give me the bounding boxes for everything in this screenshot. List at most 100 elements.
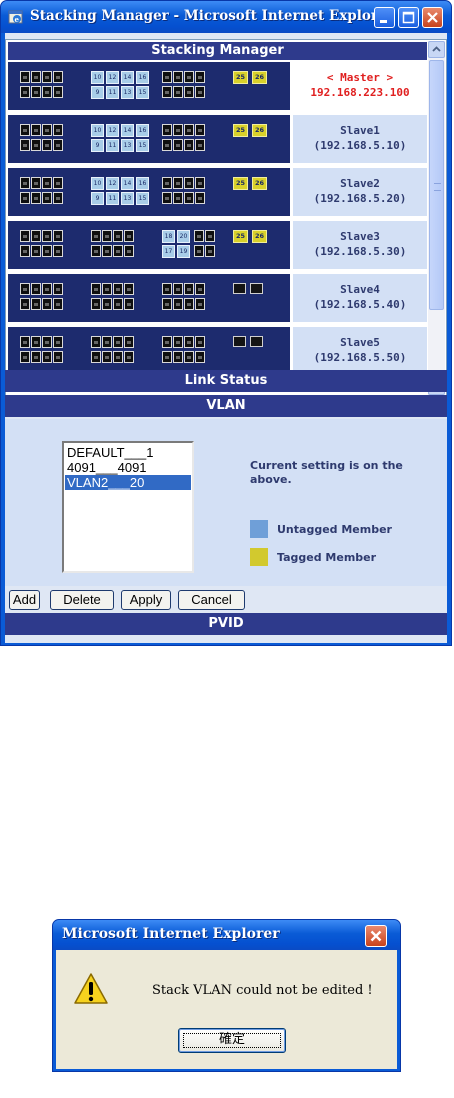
ok-button[interactable]: 確定 [178,1028,286,1053]
sfp-port-25[interactable]: 25 [233,230,248,243]
ethernet-port[interactable] [173,298,183,310]
link-status-bar[interactable]: Link Status [5,370,447,392]
vlan-listbox[interactable]: DEFAULT___1 4091___4091 VLAN2___20 [62,441,194,573]
ethernet-port[interactable] [124,298,134,310]
numbered-port[interactable]: 9 [91,139,104,152]
ethernet-port[interactable] [173,139,183,151]
numbered-port[interactable]: 17 [162,245,175,258]
ethernet-port[interactable] [20,139,30,151]
sfp-port-26[interactable]: 26 [252,124,267,137]
ethernet-port[interactable] [102,336,112,348]
ethernet-port[interactable] [53,298,63,310]
ethernet-port[interactable] [42,283,52,295]
ethernet-port[interactable] [184,139,194,151]
ethernet-port[interactable] [173,86,183,98]
ethernet-port[interactable] [20,336,30,348]
sfp-port-26[interactable]: 26 [252,177,267,190]
numbered-port[interactable]: 10 [91,71,104,84]
ethernet-port[interactable] [113,336,123,348]
slave-unit-label[interactable]: Slave2(192.168.5.20) [293,168,427,216]
ethernet-port[interactable] [42,177,52,189]
numbered-port[interactable]: 12 [106,124,119,137]
stack-unit-row[interactable]: Slave5(192.168.5.50) [8,327,427,375]
ethernet-port[interactable] [31,245,41,257]
numbered-port[interactable]: 15 [136,139,149,152]
sfp-port-26[interactable]: 26 [252,71,267,84]
ethernet-port[interactable] [195,336,205,348]
numbered-port[interactable]: 19 [177,245,190,258]
ethernet-port[interactable] [91,283,101,295]
ethernet-port[interactable] [102,283,112,295]
ethernet-port[interactable] [53,177,63,189]
numbered-port[interactable]: 14 [121,124,134,137]
ethernet-port[interactable] [31,298,41,310]
add-button[interactable]: Add [9,590,40,610]
ethernet-port[interactable] [102,230,112,242]
ethernet-port[interactable] [31,139,41,151]
numbered-port[interactable]: 16 [136,177,149,190]
numbered-port[interactable]: 13 [121,86,134,99]
sfp-port-26[interactable]: 26 [252,230,267,243]
ethernet-port[interactable] [91,336,101,348]
ethernet-port[interactable] [194,230,204,242]
ethernet-port[interactable] [195,177,205,189]
ethernet-port[interactable] [184,283,194,295]
ethernet-port[interactable] [20,298,30,310]
ethernet-port[interactable] [31,230,41,242]
ethernet-port[interactable] [205,230,215,242]
numbered-port[interactable]: 20 [177,230,190,243]
ethernet-port[interactable] [20,283,30,295]
ethernet-port[interactable] [162,139,172,151]
ethernet-port[interactable] [91,351,101,363]
sfp-port-25[interactable]: 25 [233,124,248,137]
ethernet-port[interactable] [195,139,205,151]
numbered-port[interactable]: 10 [91,124,104,137]
ethernet-port[interactable] [195,283,205,295]
ethernet-port[interactable] [162,192,172,204]
numbered-port[interactable]: 9 [91,86,104,99]
ethernet-port[interactable] [195,71,205,83]
numbered-port[interactable]: 13 [121,192,134,205]
slave-unit-label[interactable]: Slave3(192.168.5.30) [293,221,427,269]
ethernet-port[interactable] [173,336,183,348]
slave-unit-label[interactable]: Slave5(192.168.5.50) [293,327,427,375]
ethernet-port[interactable] [31,177,41,189]
ethernet-port[interactable] [173,351,183,363]
ethernet-port[interactable] [195,192,205,204]
ethernet-port[interactable] [195,351,205,363]
window-titlebar[interactable]: e Stacking Manager - Microsoft Internet … [1,1,451,33]
ethernet-port[interactable] [31,283,41,295]
ethernet-port[interactable] [184,351,194,363]
ethernet-port[interactable] [102,298,112,310]
ethernet-port[interactable] [184,71,194,83]
ethernet-port[interactable] [205,245,215,257]
ethernet-port[interactable] [20,177,30,189]
maximize-button[interactable] [398,7,419,28]
ethernet-port[interactable] [194,245,204,257]
cancel-button[interactable]: Cancel [178,590,245,610]
ethernet-port[interactable] [162,86,172,98]
ethernet-port[interactable] [195,124,205,136]
sfp-port[interactable] [233,336,246,347]
ethernet-port[interactable] [53,139,63,151]
numbered-port[interactable]: 14 [121,177,134,190]
numbered-port[interactable]: 16 [136,124,149,137]
close-button[interactable] [422,7,443,28]
ethernet-port[interactable] [20,245,30,257]
vlan-option-4091[interactable]: 4091___4091 [67,460,147,475]
ethernet-port[interactable] [31,86,41,98]
switch-front-panel[interactable] [8,274,290,322]
ethernet-port[interactable] [162,71,172,83]
ethernet-port[interactable] [184,124,194,136]
ethernet-port[interactable] [162,336,172,348]
ethernet-port[interactable] [113,298,123,310]
ethernet-port[interactable] [31,71,41,83]
ethernet-port[interactable] [31,124,41,136]
ethernet-port[interactable] [20,230,30,242]
ethernet-port[interactable] [173,124,183,136]
